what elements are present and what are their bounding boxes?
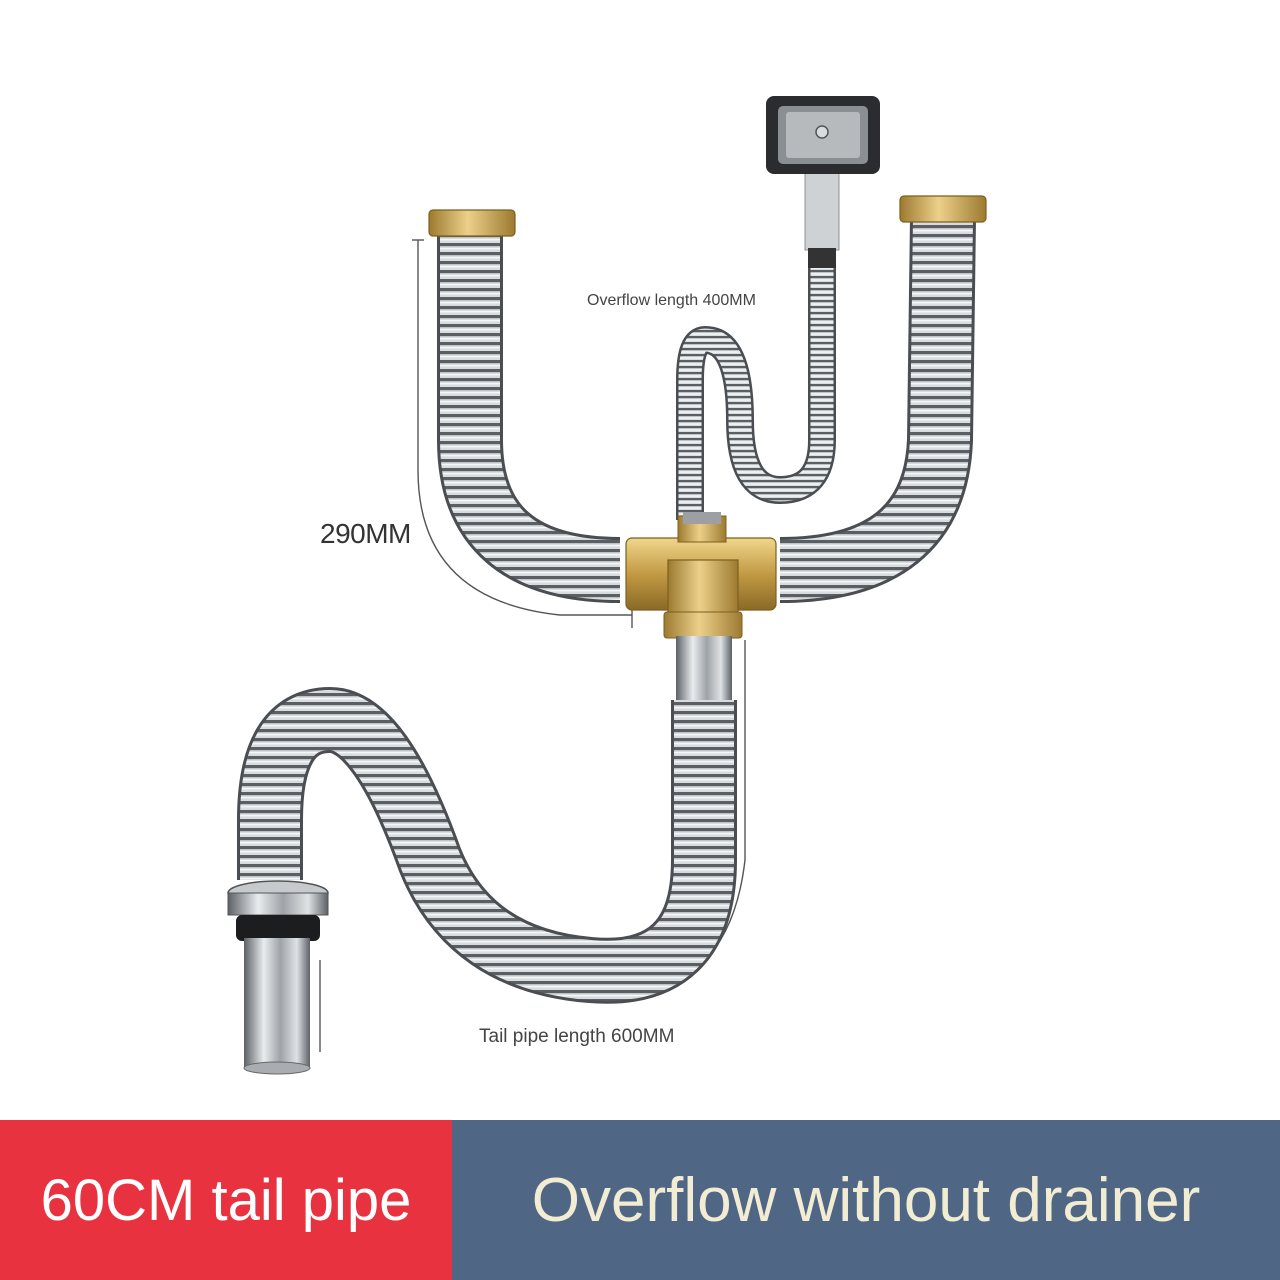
tail-length-label: Tail pipe length 600MM: [479, 1026, 675, 1047]
product-illustration: [227, 96, 987, 1075]
banner-right-text: Overflow without drainer: [531, 1165, 1201, 1235]
bottom-outlet: [227, 880, 329, 1075]
bottom-banner: 60CM tail pipe Overflow without drainer: [0, 1120, 1280, 1280]
left-brass-nut: [428, 209, 516, 237]
overflow-length-label: Overflow length 400MM: [587, 292, 756, 309]
height-label: 290MM: [320, 518, 411, 549]
right-brass-nut: [899, 195, 987, 223]
height-dimension-line: [417, 240, 632, 616]
brass-tee-icon: [625, 512, 777, 639]
banner-left-text: 60CM tail pipe: [40, 1167, 412, 1233]
overflow-cover-icon: [766, 96, 880, 174]
banner-right-panel: Overflow without drainer: [452, 1120, 1280, 1280]
banner-left-panel: 60CM tail pipe: [0, 1120, 452, 1280]
chrome-sleeve: [676, 636, 732, 706]
